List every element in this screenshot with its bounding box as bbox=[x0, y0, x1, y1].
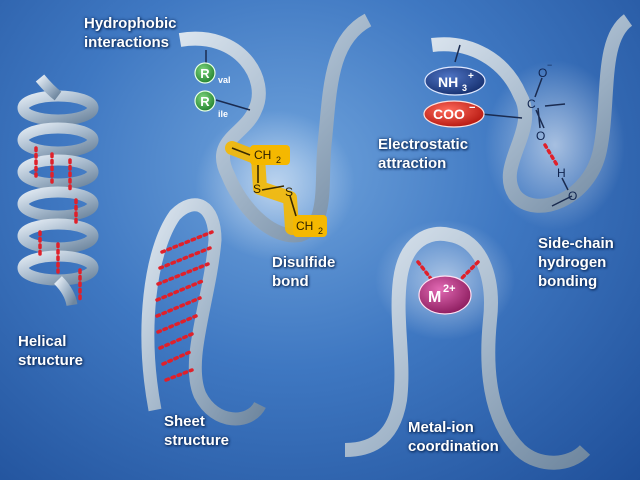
disulfide-ribbon bbox=[178, 13, 372, 243]
ch2-top-label: CH bbox=[254, 148, 271, 162]
sulfur-1-label: S bbox=[253, 182, 261, 196]
label-helical-line1: Helical bbox=[18, 333, 67, 350]
helix-hbonds bbox=[34, 146, 82, 302]
carboxylate-charge: − bbox=[469, 102, 475, 114]
metal-ion-charge: 2+ bbox=[443, 283, 456, 295]
label-sheet-line1: Sheet bbox=[164, 413, 205, 430]
hbond-structure: O − C O H O bbox=[527, 60, 577, 207]
label-disulfide: Disulfide bond bbox=[272, 253, 335, 291]
r-ile-subscript: ile bbox=[218, 109, 228, 119]
label-sidechain-line1: Side-chain bbox=[538, 235, 614, 252]
amine-label: NH bbox=[438, 74, 458, 90]
label-sheet: Sheet structure bbox=[164, 412, 229, 450]
metal-ribbon bbox=[344, 226, 591, 470]
sheet-ribbon bbox=[141, 198, 266, 426]
label-metal-line2: coordination bbox=[408, 438, 499, 455]
carbon-label: C bbox=[527, 97, 536, 111]
ch2-bottom-label: CH bbox=[296, 219, 313, 233]
o-minus-charge: − bbox=[547, 60, 552, 70]
label-disulfide-line1: Disulfide bbox=[272, 254, 336, 271]
badge-r-ile: R ile bbox=[194, 90, 228, 119]
label-hydrophobic-line1: Hydrophobic bbox=[84, 15, 177, 32]
amine-subscript: 3 bbox=[462, 83, 467, 93]
o-minus-label: O bbox=[538, 66, 547, 80]
disulfide-structure: CH 2 S S CH 2 bbox=[225, 141, 327, 237]
ch2-bottom-subscript: 2 bbox=[318, 226, 323, 236]
r-val-letter: R bbox=[200, 66, 210, 81]
badge-r-val: R val bbox=[194, 62, 231, 85]
oxygen-label: O bbox=[536, 129, 545, 143]
r-ile-letter: R bbox=[200, 94, 210, 109]
label-sidechain: Side-chain hydrogen bonding bbox=[538, 234, 614, 291]
label-helical-line2: structure bbox=[18, 352, 84, 369]
carboxylate-label: COO bbox=[433, 106, 465, 122]
sulfur-2-label: S bbox=[285, 185, 293, 199]
label-electrostatic-line1: Electrostatic bbox=[378, 136, 469, 153]
label-hydrophobic-line2: interactions bbox=[84, 34, 170, 51]
label-metal: Metal-ion coordination bbox=[408, 418, 499, 456]
label-electrostatic: Electrostatic attraction bbox=[378, 135, 468, 173]
badge-metal-ion: M 2+ bbox=[418, 275, 472, 315]
ch2-top-subscript: 2 bbox=[276, 155, 281, 165]
metal-ion-symbol: M bbox=[428, 289, 441, 306]
electrostatic-bonds bbox=[454, 44, 523, 119]
r-val-subscript: val bbox=[218, 75, 231, 85]
sidechain-ribbon bbox=[431, 14, 633, 213]
label-metal-line1: Metal-ion bbox=[408, 419, 474, 436]
label-sheet-line2: structure bbox=[164, 432, 230, 449]
label-disulfide-line2: bond bbox=[272, 273, 309, 290]
amine-charge: + bbox=[468, 71, 474, 82]
badge-nh3: NH 3 + bbox=[424, 66, 486, 96]
label-hydrophobic: Hydrophobic interactions bbox=[84, 14, 177, 52]
oxygen-bottom-label: O bbox=[568, 189, 577, 203]
label-sidechain-line3: bonding bbox=[538, 273, 598, 290]
sheet-hbonds bbox=[155, 230, 214, 382]
label-helical: Helical structure bbox=[18, 332, 83, 370]
metal-coordination-bonds bbox=[416, 260, 480, 282]
label-electrostatic-line2: attraction bbox=[378, 155, 447, 172]
hydrogen-label: H bbox=[557, 166, 566, 180]
badge-coo: COO − bbox=[423, 100, 485, 128]
label-sidechain-line2: hydrogen bbox=[538, 254, 607, 271]
